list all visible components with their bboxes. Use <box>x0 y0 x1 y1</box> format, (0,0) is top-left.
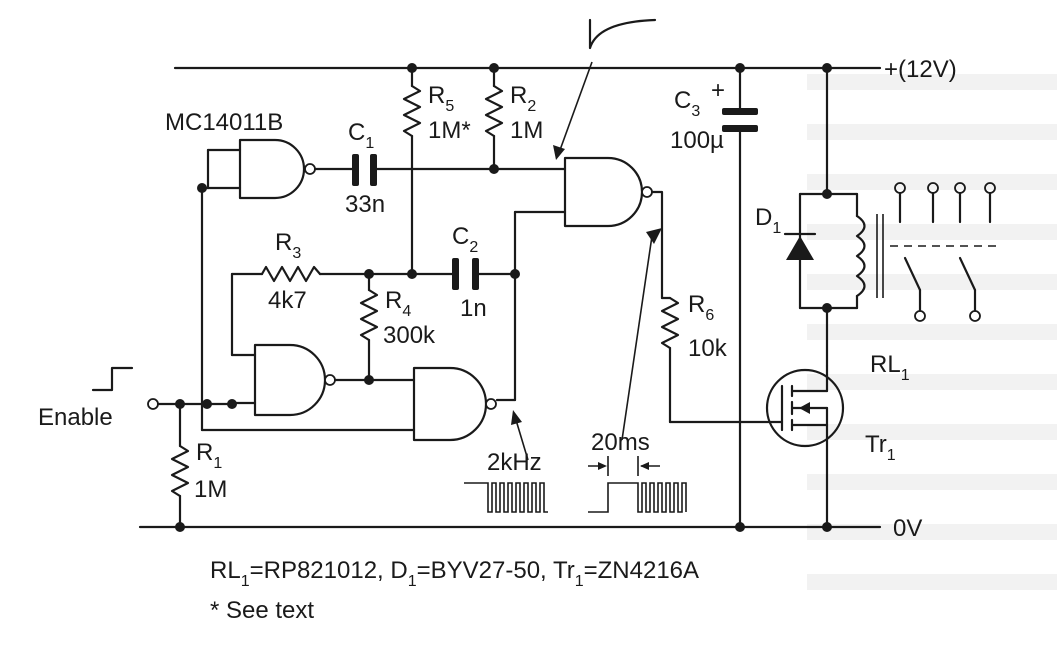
svg-text:C2: C2 <box>452 223 478 256</box>
enable-input: Enable <box>38 366 234 431</box>
parts-note: RL1=RP821012, D1=BYV27-50, Tr1=ZN4216A *… <box>210 557 699 624</box>
svg-text:R3: R3 <box>275 229 301 262</box>
svg-text:C3: C3 <box>674 87 700 120</box>
r5-name: R <box>428 82 445 109</box>
r5-sub: 5 <box>445 98 454 115</box>
r6-name: R <box>688 291 705 318</box>
enable-label: Enable <box>38 404 113 431</box>
r1-sub: 1 <box>213 455 222 472</box>
capacitor-c3: C3 + 100µ <box>670 66 758 529</box>
r2-sub: 2 <box>527 98 536 115</box>
svg-text:RL1: RL1 <box>870 351 910 384</box>
nand-gate-3 <box>230 343 416 417</box>
r4-sub: 4 <box>402 303 411 320</box>
svg-text:RL1=RP821012, D1=BYV27-50, Tr1: RL1=RP821012, D1=BYV27-50, Tr1=ZN4216A <box>210 557 699 590</box>
r4-name: R <box>385 287 402 314</box>
rl1-name: RL <box>870 351 901 378</box>
c1-sub: 1 <box>365 135 374 152</box>
resistor-r2: R2 1M <box>484 66 543 171</box>
svg-text:R1: R1 <box>196 439 222 472</box>
note-rl1-value: =RP821012, <box>250 557 391 584</box>
c2-value: 1n <box>460 295 487 322</box>
d1-name: D <box>755 204 772 231</box>
svg-text:D1: D1 <box>755 204 781 237</box>
c3-name: C <box>674 87 691 114</box>
r3-value: 4k7 <box>268 287 307 314</box>
d1-sub: 1 <box>772 220 781 237</box>
note-rl1-name: RL <box>210 557 241 584</box>
capacitor-c2: C2 1n <box>452 223 517 322</box>
r4-value: 300k <box>383 322 436 349</box>
trigger-pulse-waveform <box>553 18 657 160</box>
r6-value: 10k <box>688 335 728 362</box>
c3-polarity: + <box>711 77 725 104</box>
r1-name: R <box>196 439 213 466</box>
ic-label: MC14011B <box>165 109 283 136</box>
resistor-r4: R4 300k <box>359 272 436 382</box>
tr1-sub: 1 <box>887 447 896 464</box>
note-tr1-name: Tr <box>553 557 575 584</box>
r3-name: R <box>275 229 292 256</box>
freq-label: 2kHz <box>487 449 542 476</box>
burst-waveform: 20ms <box>588 228 687 513</box>
c1-name: C <box>348 119 365 146</box>
svg-text:R2: R2 <box>510 82 536 115</box>
note-rl1-sub: 1 <box>241 573 250 590</box>
supply-label: +(12V) <box>884 56 957 83</box>
r2-value: 1M <box>510 117 543 144</box>
note-tr1-sub: 1 <box>575 573 584 590</box>
r1-value: 1M <box>194 476 227 503</box>
svg-text:R6: R6 <box>688 291 714 324</box>
c1-value: 33n <box>345 191 385 218</box>
svg-text:R4: R4 <box>385 287 411 320</box>
nand-gate-1 <box>206 138 354 200</box>
c2-name: C <box>452 223 469 250</box>
junction-dots <box>175 63 832 532</box>
nand-gate-2 <box>513 156 664 300</box>
resistor-r6: R6 10k <box>660 291 784 424</box>
r2-name: R <box>510 82 527 109</box>
c2-sub: 2 <box>469 239 478 256</box>
diode-d1: D1 <box>755 204 817 260</box>
mosfet-tr1: Tr1 <box>765 364 896 529</box>
resistor-r3: R3 4k7 <box>230 229 454 314</box>
rl1-sub: 1 <box>901 367 910 384</box>
supply-rail: +(12V) <box>173 56 957 83</box>
c3-sub: 3 <box>691 103 700 120</box>
note-d1-sub: 1 <box>408 573 417 590</box>
ground-rail: 0V <box>138 515 922 542</box>
r3-sub: 3 <box>292 245 301 262</box>
ground-label: 0V <box>893 515 922 542</box>
svg-text:Tr1: Tr1 <box>865 431 896 464</box>
capacitor-c1: C1 33n <box>345 119 567 218</box>
oscillator-waveform: 2kHz <box>464 410 548 513</box>
svg-text:C1: C1 <box>348 119 374 152</box>
note-tr1-value: =ZN4216A <box>584 557 699 584</box>
resistor-r5: R5 1M* <box>402 66 471 276</box>
nand-gate-4 <box>200 366 497 442</box>
r5-value: 1M* <box>428 117 471 144</box>
c3-value: 100µ <box>670 127 724 154</box>
period-label: 20ms <box>591 429 650 456</box>
footnote: * See text <box>210 597 314 624</box>
tr1-name: Tr <box>865 431 887 458</box>
r6-sub: 6 <box>705 307 714 324</box>
relay-contacts: RL1 <box>870 182 1000 384</box>
relay-and-diode: D1 <box>755 66 884 368</box>
note-d1-name: D <box>390 557 407 584</box>
note-d1-value: =BYV27-50, <box>417 557 553 584</box>
resistor-r1: R1 1M <box>170 402 227 529</box>
svg-text:R5: R5 <box>428 82 454 115</box>
